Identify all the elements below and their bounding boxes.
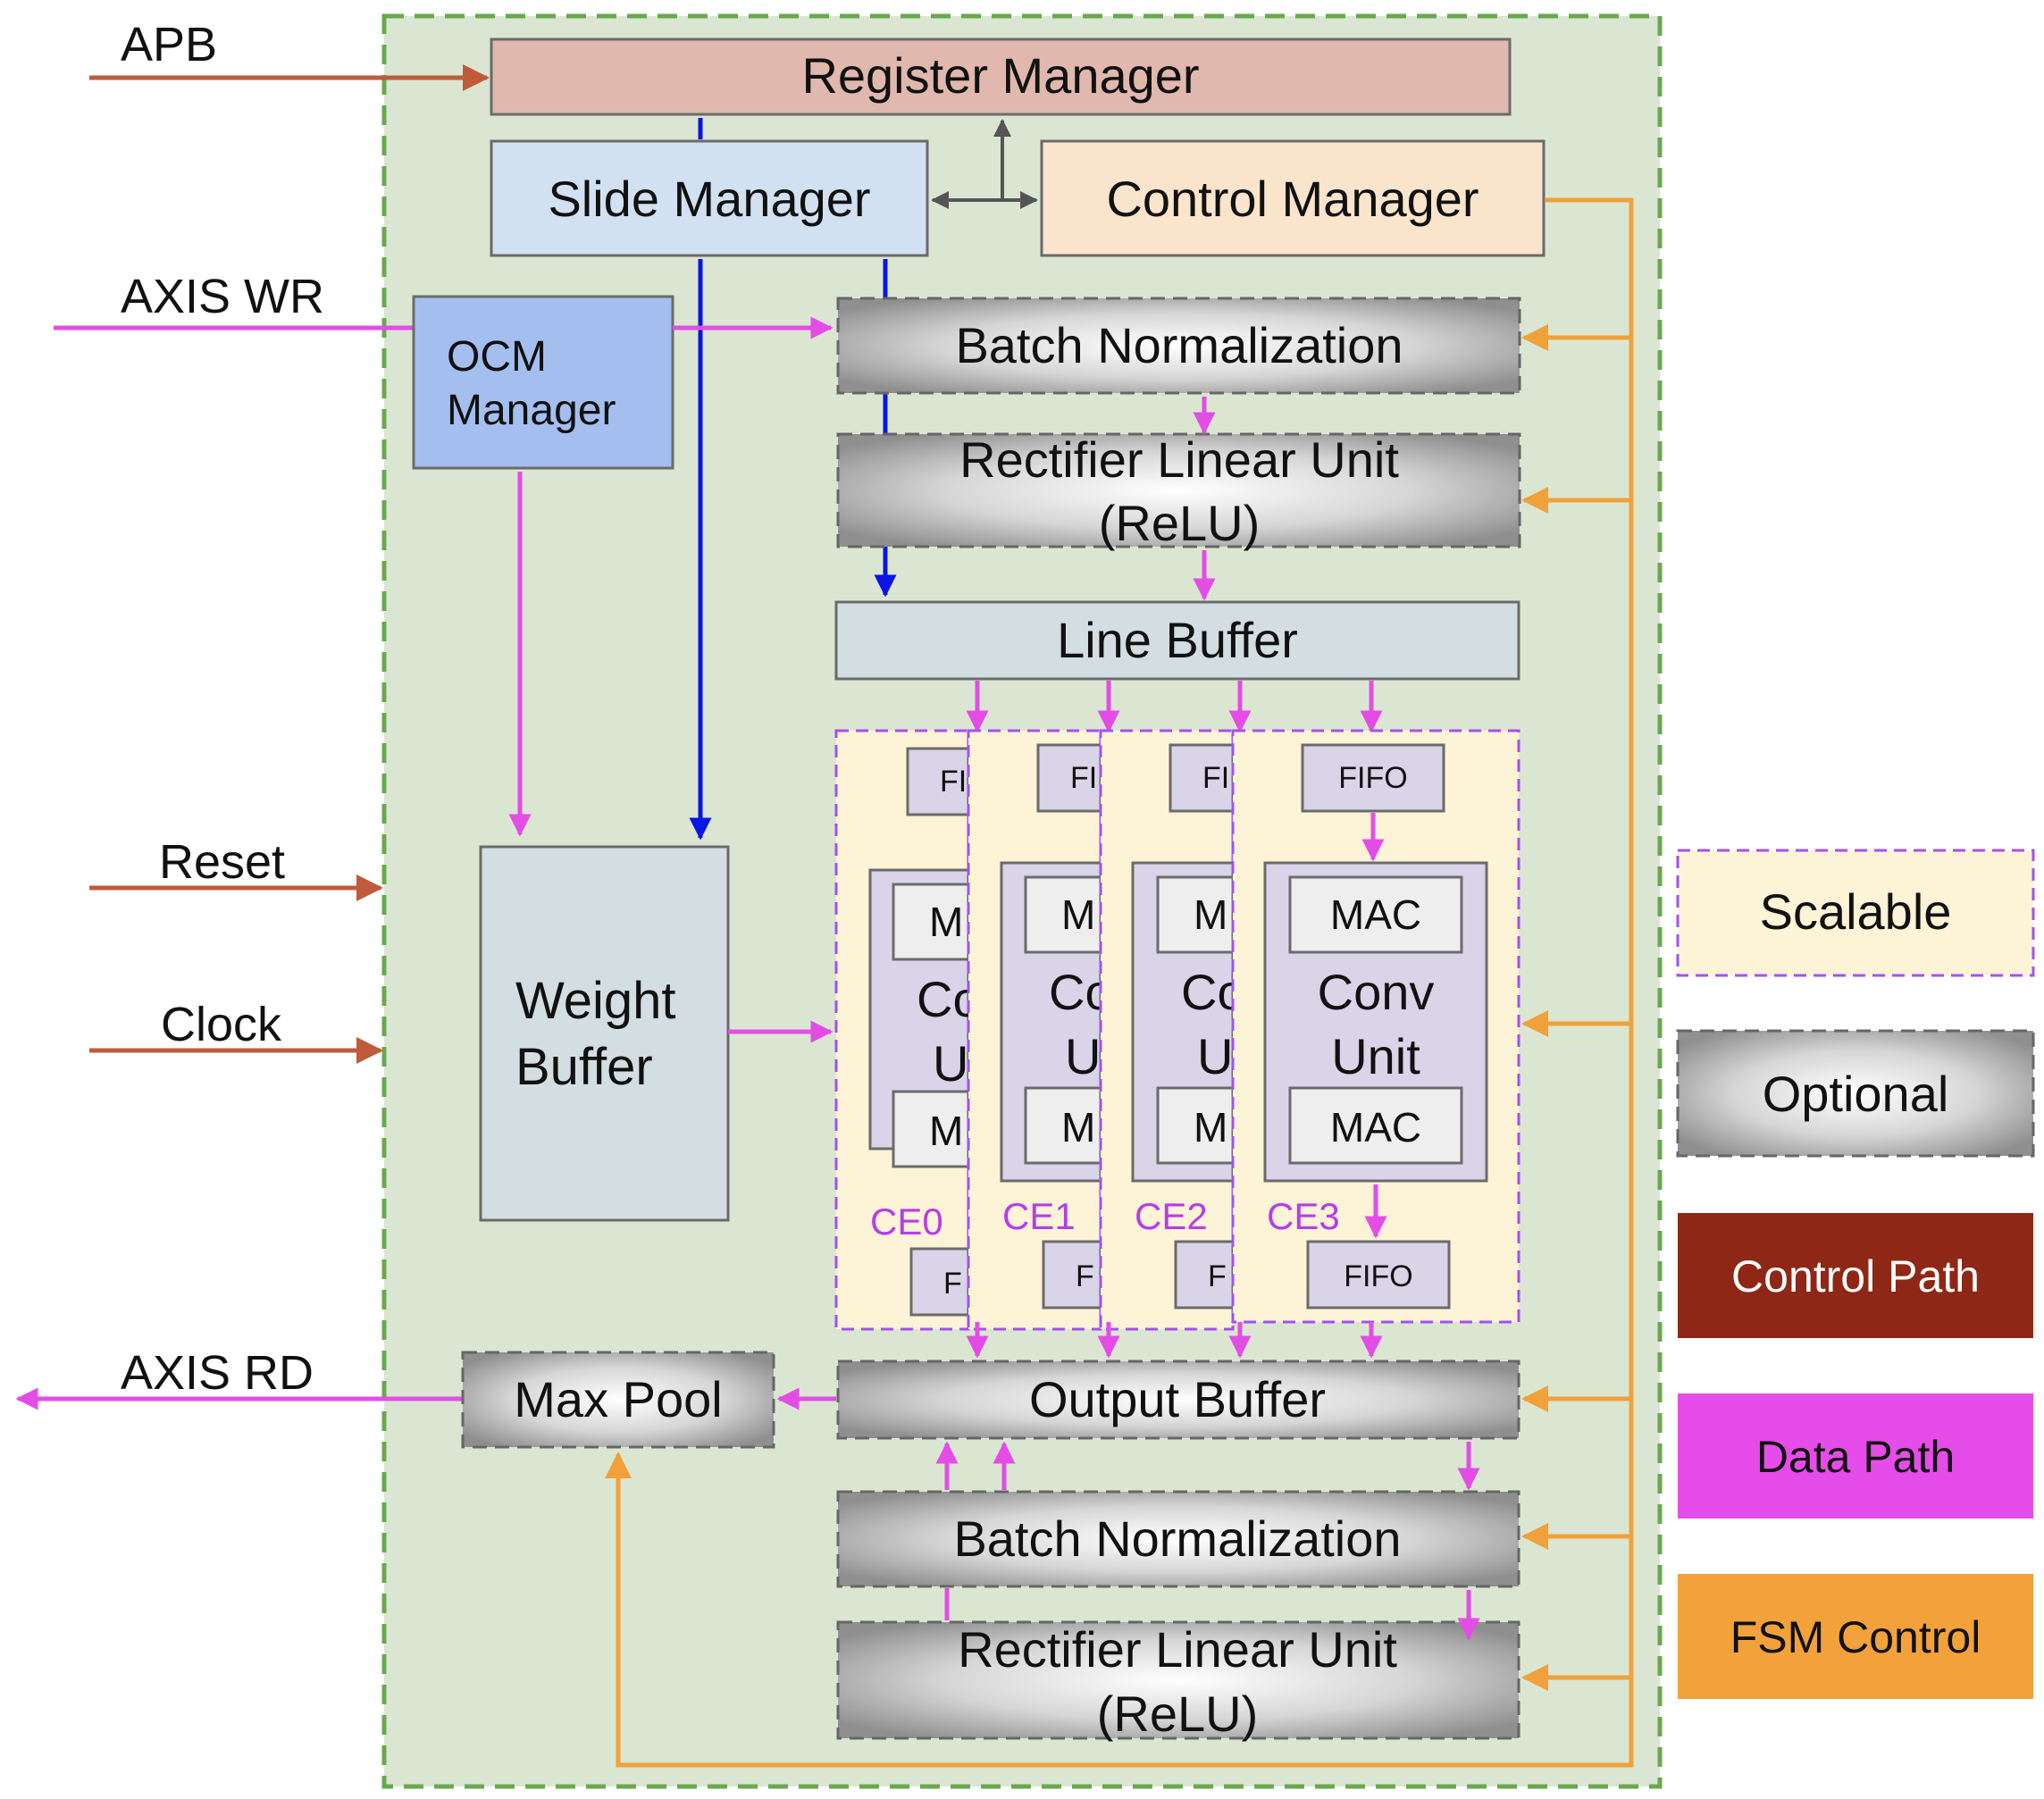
legend-scalable-label: Scalable [1760, 883, 1952, 940]
max-pool-label: Max Pool [514, 1371, 722, 1427]
legend-data-path-label: Data Path [1756, 1432, 1955, 1482]
ce0-conv-label-line2: U [933, 1035, 968, 1092]
ce1-fifo-top [1036, 743, 1102, 813]
ce3-fifo-top-label: FIFO [1338, 761, 1407, 795]
relu-bottom-label-line1: Rectifier Linear Unit [958, 1621, 1397, 1678]
relu-top-label-line2: (ReLU) [1099, 495, 1260, 551]
clock-input: Clock [89, 998, 383, 1064]
ce3-fifo-top [1301, 743, 1445, 813]
register-manager-label: Register Manager [801, 47, 1199, 104]
ce3-mac-top [1288, 875, 1463, 954]
legend-control-path-label: Control Path [1731, 1251, 1980, 1301]
output-buffer: Output Buffer [836, 1360, 1520, 1440]
batch-norm-bottom-label: Batch Normalization [953, 1510, 1401, 1567]
ocm-manager-label-line2: Manager [447, 387, 616, 434]
legend-scalable: Scalable [1676, 849, 2035, 977]
ce0-mac-bottom-label: M [929, 1108, 963, 1154]
legend-control-path: Control Path [1678, 1213, 2033, 1338]
relu-bottom: Rectifier Linear Unit (ReLU) [836, 1620, 1520, 1742]
ce1-fifo-top-label: FI [1070, 761, 1097, 795]
batch-norm-bottom: Batch Normalization [836, 1490, 1520, 1588]
ce2-conv-label-line2: U [1197, 1028, 1233, 1084]
ce0-fifo-bottom-label: F [943, 1267, 962, 1301]
compute-engine-ce0: FI M Co U M CE0 F [834, 729, 981, 1331]
ocm-manager-label-line1: OCM [447, 333, 547, 381]
weight-buffer: Weight Buffer [479, 845, 730, 1222]
ce0-fifo-top [906, 747, 970, 816]
legend-fsm-control: FSM Control [1678, 1574, 2033, 1699]
apb-input: APB [89, 18, 490, 91]
axis-wr-input: AXIS WR [54, 270, 414, 331]
ce3-conv-label-line2: Unit [1331, 1028, 1420, 1084]
register-manager: Register Manager [490, 38, 1512, 116]
legend-optional-label: Optional [1763, 1066, 1949, 1122]
ce0-mac-bottom [892, 1090, 970, 1168]
ce0-fifo-top-label: FI [940, 765, 967, 799]
ce1-label: CE1 [1002, 1195, 1076, 1237]
ce3-conv-label-line1: Conv [1318, 964, 1435, 1020]
axis-rd-output: AXIS RD [15, 1346, 463, 1410]
ce1-fifo-bottom-label: F [1076, 1259, 1094, 1293]
ce1-mac-bottom-label: M [1061, 1104, 1095, 1151]
compute-engine-ce3: FIFO MAC Conv Unit MAC CE3 FIFO [1231, 729, 1520, 1324]
ce2-label: CE2 [1135, 1195, 1208, 1237]
data-paths-top [508, 316, 1383, 1043]
compute-engine-ce2: FI M Co U M CE2 F [1099, 729, 1245, 1331]
data-paths-bottom [935, 1441, 1480, 1641]
ce2-fifo-top-label: FI [1202, 761, 1229, 795]
slide-manager: Slide Manager [490, 139, 929, 257]
control-manager-label: Control Manager [1106, 171, 1479, 227]
weight-buffer-label-line1: Weight [515, 972, 675, 1030]
ce0-mac-top-label: M [929, 899, 963, 945]
ce0-mac-top [892, 883, 970, 961]
axis-wr-label: AXIS WR [121, 270, 324, 323]
ce1-conv-label-line2: U [1065, 1028, 1101, 1084]
data-paths-ce-to-output [966, 1322, 1383, 1359]
ce2-mac-top-label: M [1194, 891, 1227, 938]
ce3-mac-bottom [1288, 1086, 1463, 1165]
ce1-mac-bottom [1024, 1086, 1102, 1165]
legend: Scalable Optional Control Path Data Path… [1676, 849, 2035, 1699]
fsm-control-paths [605, 197, 1634, 1768]
output-buffer-label: Output Buffer [1029, 1371, 1326, 1427]
relu-bottom-label-line2: (ReLU) [1097, 1686, 1258, 1742]
ce3-fifo-bottom [1306, 1240, 1451, 1310]
clock-label: Clock [161, 998, 282, 1051]
ocm-manager: OCM Manager [412, 295, 674, 470]
batch-norm-top: Batch Normalization [836, 297, 1521, 395]
control-manager: Control Manager [1040, 139, 1546, 257]
reset-label: Reset [159, 835, 285, 889]
ce2-mac-bottom [1156, 1086, 1235, 1165]
apb-label: APB [121, 18, 217, 71]
ce2-fifo-bottom [1174, 1240, 1235, 1310]
relu-top-label-line1: Rectifier Linear Unit [959, 431, 1399, 488]
ce3-mac-bottom-label: MAC [1330, 1104, 1421, 1151]
ce3-mac-top-label: MAC [1330, 891, 1421, 938]
line-buffer-label: Line Buffer [1057, 612, 1298, 668]
manager-interconnect [931, 119, 1038, 209]
axis-rd-label: AXIS RD [121, 1346, 314, 1400]
legend-data-path: Data Path [1678, 1393, 2033, 1519]
ce2-fifo-bottom-label: F [1208, 1259, 1227, 1293]
ce1-mac-top [1024, 875, 1102, 954]
ce0-fifo-bottom [909, 1247, 970, 1317]
ce3-label: CE3 [1267, 1195, 1340, 1237]
slide-manager-label: Slide Manager [548, 171, 870, 227]
ce2-fifo-top [1169, 743, 1235, 813]
reset-input: Reset [89, 835, 383, 901]
relu-top: Rectifier Linear Unit (ReLU) [836, 431, 1521, 551]
max-pool: Max Pool [461, 1351, 775, 1449]
line-buffer: Line Buffer [834, 600, 1520, 681]
ce3-fifo-bottom-label: FIFO [1344, 1259, 1412, 1293]
ce2-mac-bottom-label: M [1194, 1104, 1227, 1151]
compute-engine-ce1: FI M Co U M CE1 F [967, 729, 1113, 1331]
legend-optional: Optional [1676, 1029, 2035, 1158]
ce1-mac-top-label: M [1061, 891, 1095, 938]
weight-buffer-label-line2: Buffer [515, 1038, 653, 1096]
batch-norm-top-label: Batch Normalization [955, 317, 1403, 373]
ce0-label: CE0 [870, 1201, 943, 1243]
legend-fsm-control-label: FSM Control [1730, 1612, 1981, 1662]
